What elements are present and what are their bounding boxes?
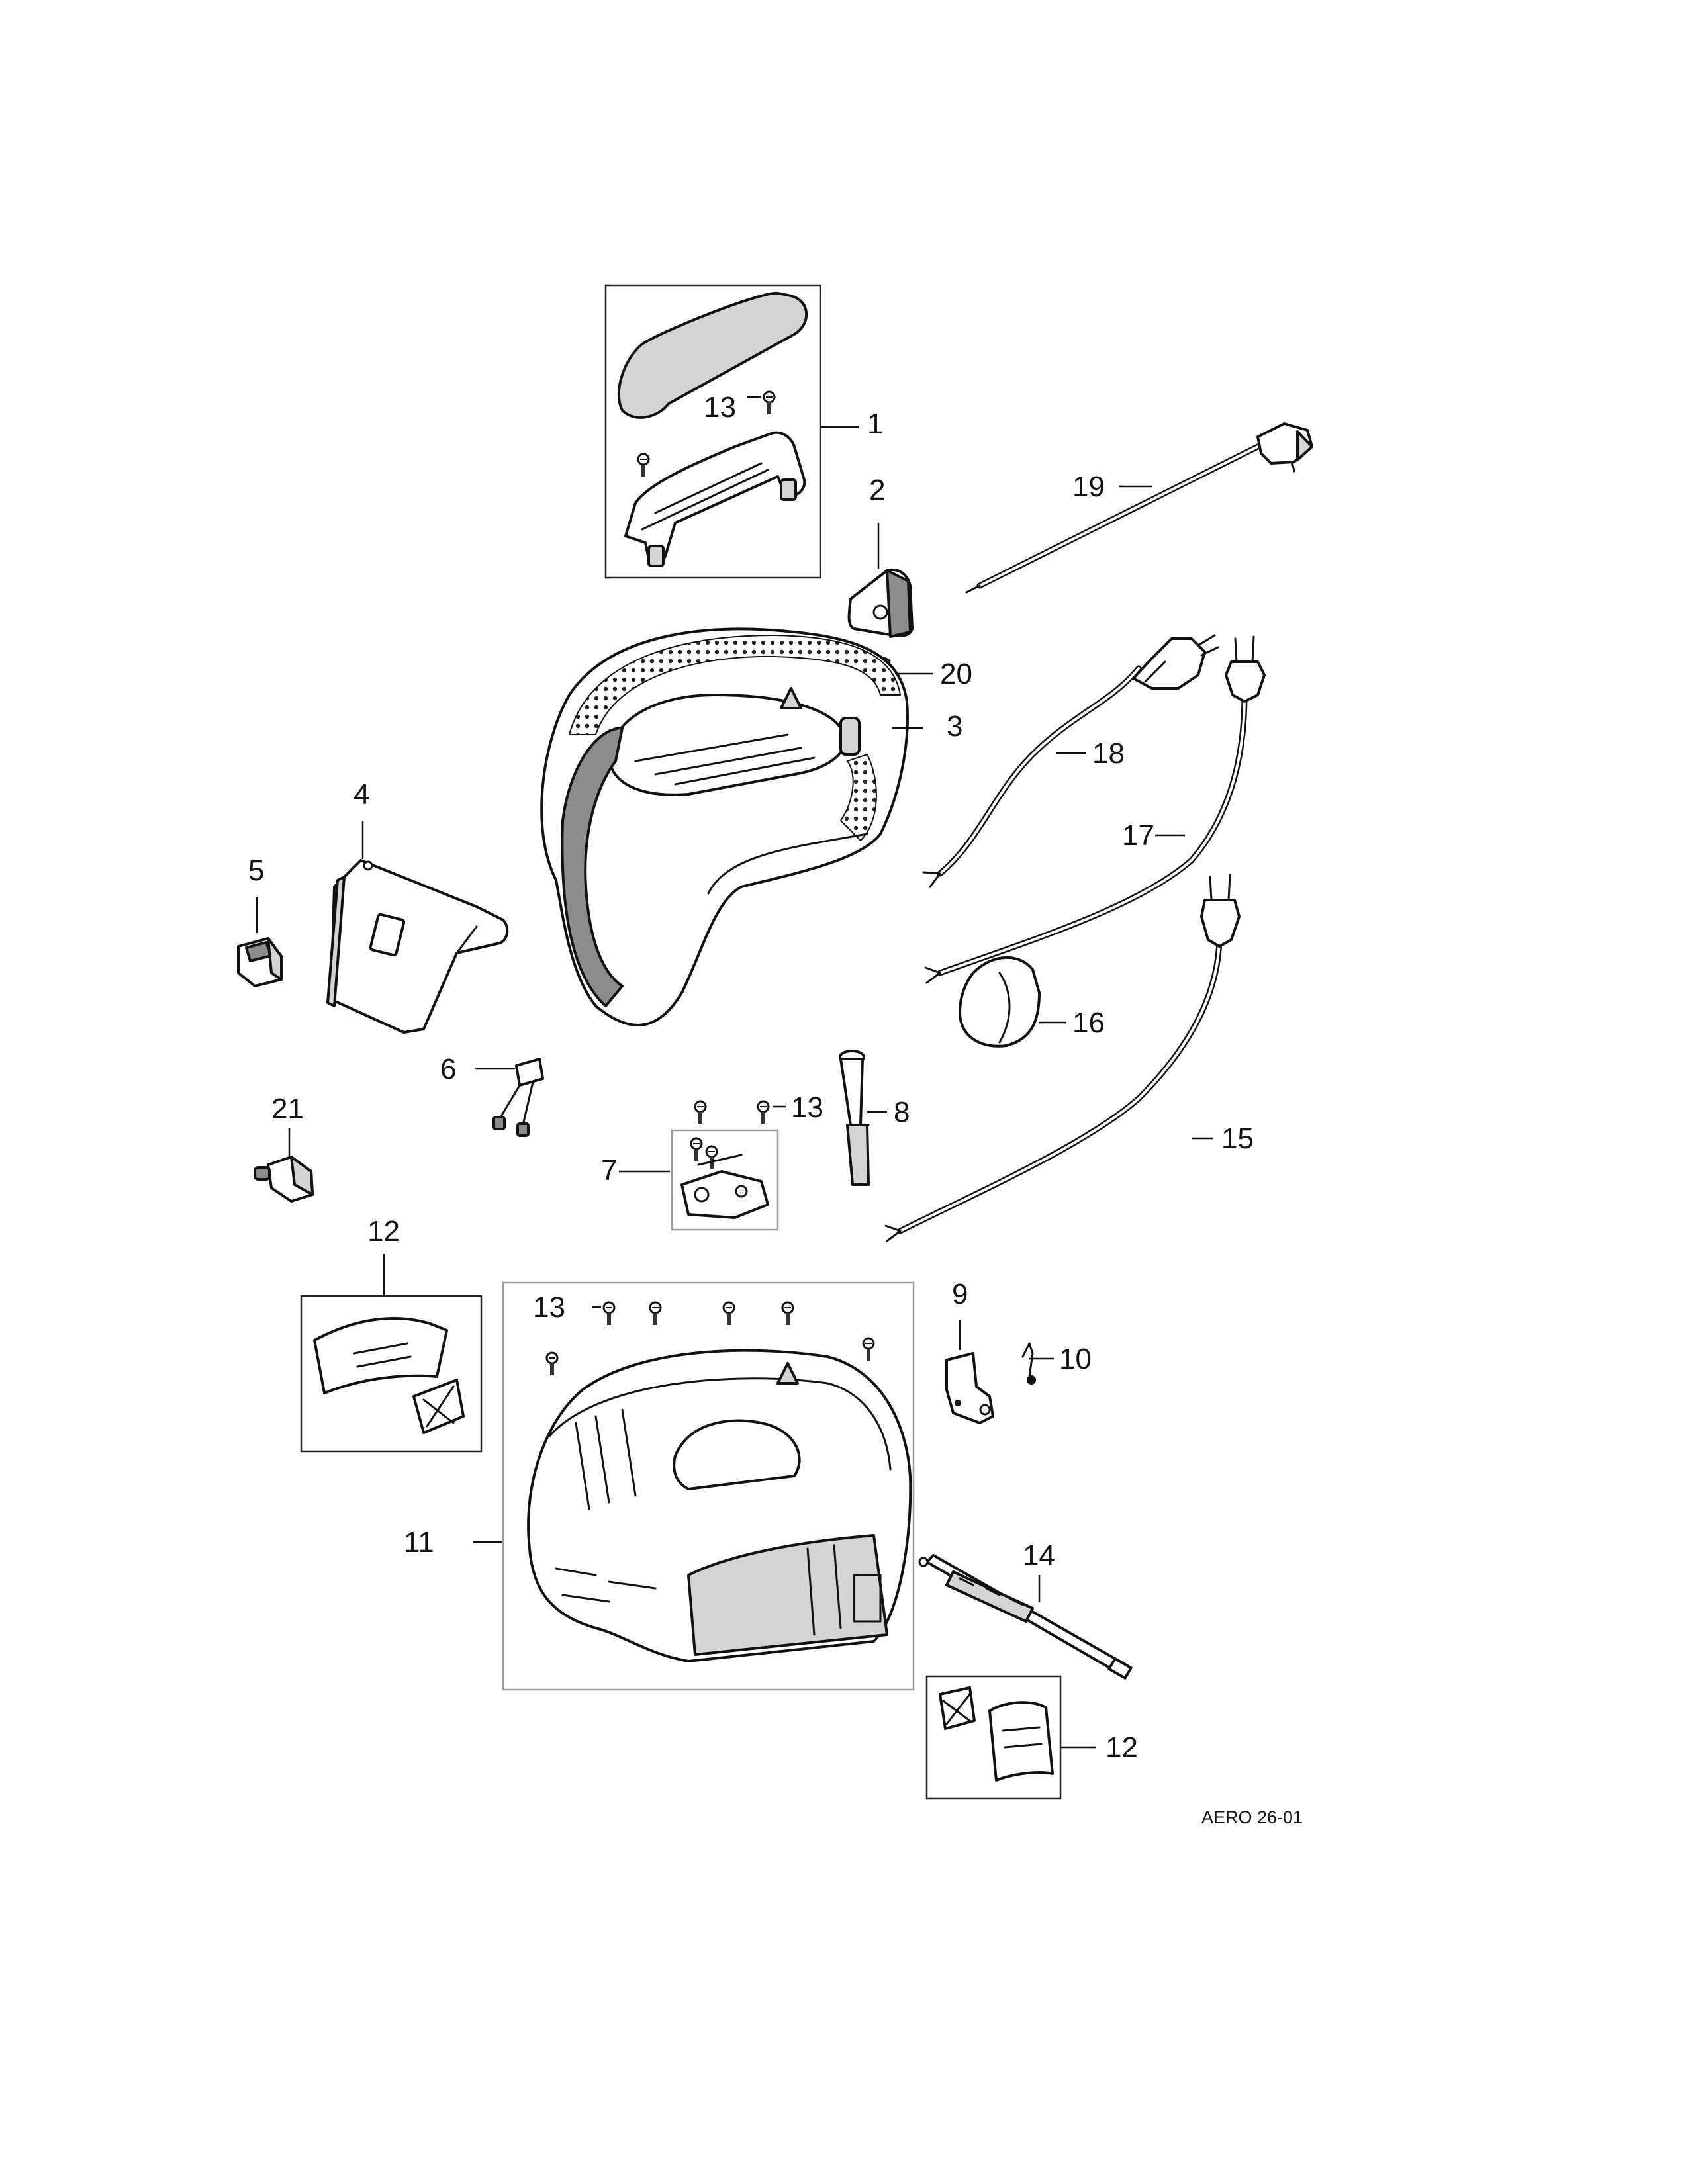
deflector-part [959, 956, 1041, 1048]
callout-13-base: 13 [533, 1291, 565, 1324]
callout-1: 1 [867, 408, 883, 440]
callout-12-upper: 12 [367, 1215, 400, 1248]
push-switch [254, 1156, 314, 1203]
callout-3: 3 [947, 710, 962, 743]
callout-12-lower: 12 [1105, 1731, 1138, 1764]
callout-17: 17 [1122, 819, 1154, 852]
callout-16: 16 [1072, 1007, 1105, 1039]
callout-6: 6 [440, 1053, 456, 1085]
callout-10: 10 [1059, 1343, 1092, 1375]
document-id: AERO 26-01 [1201, 1807, 1303, 1827]
latch-part [945, 1352, 994, 1424]
callout-18: 18 [1092, 737, 1125, 770]
callout-5: 5 [248, 854, 264, 887]
callout-13-bracket: 13 [791, 1091, 823, 1124]
callout-19: 19 [1072, 471, 1105, 503]
handle-cover [617, 291, 808, 419]
screw-icon [637, 453, 650, 478]
callout-13-handle: 13 [704, 391, 736, 424]
callout-9: 9 [952, 1278, 968, 1310]
callout-15: 15 [1221, 1122, 1254, 1155]
side-panel [326, 859, 509, 1034]
callout-labels: 1 2 3 4 5 6 7 8 9 10 11 12 12 13 13 13 1… [248, 391, 1254, 1764]
callout-7: 7 [601, 1154, 617, 1187]
callout-8: 8 [894, 1096, 910, 1128]
cover-kit-box [925, 1675, 1062, 1800]
cover-kit-upper [300, 1295, 483, 1453]
base-housing-assembly [502, 1281, 915, 1691]
base-group-box [502, 1281, 915, 1691]
leader-lines [256, 396, 1213, 1749]
cover-kit-lower [925, 1675, 1062, 1800]
power-cord-19 [965, 422, 1313, 594]
power-cord-15 [884, 874, 1241, 1242]
power-cord-18 [922, 634, 1219, 888]
capacitor-part [492, 1058, 544, 1137]
power-cord-17 [924, 635, 1266, 984]
bracket-group-box [671, 1129, 779, 1231]
wire-clip-part [1021, 1342, 1036, 1385]
callout-4: 4 [353, 778, 369, 811]
callout-11: 11 [404, 1526, 434, 1559]
handle-assembly [604, 284, 821, 579]
upper-housing [540, 627, 909, 1026]
callout-2: 2 [869, 474, 885, 506]
handle-group-box [604, 284, 821, 579]
screw-icon [763, 390, 776, 416]
shaft-part [839, 1050, 870, 1186]
bracket-assembly [671, 1129, 779, 1231]
callout-21: 21 [271, 1093, 304, 1125]
strap-part [918, 1554, 1133, 1680]
callout-14: 14 [1023, 1539, 1055, 1572]
cover-kit-box [300, 1295, 483, 1453]
callout-20: 20 [940, 658, 972, 690]
rocker-switch [237, 937, 283, 987]
